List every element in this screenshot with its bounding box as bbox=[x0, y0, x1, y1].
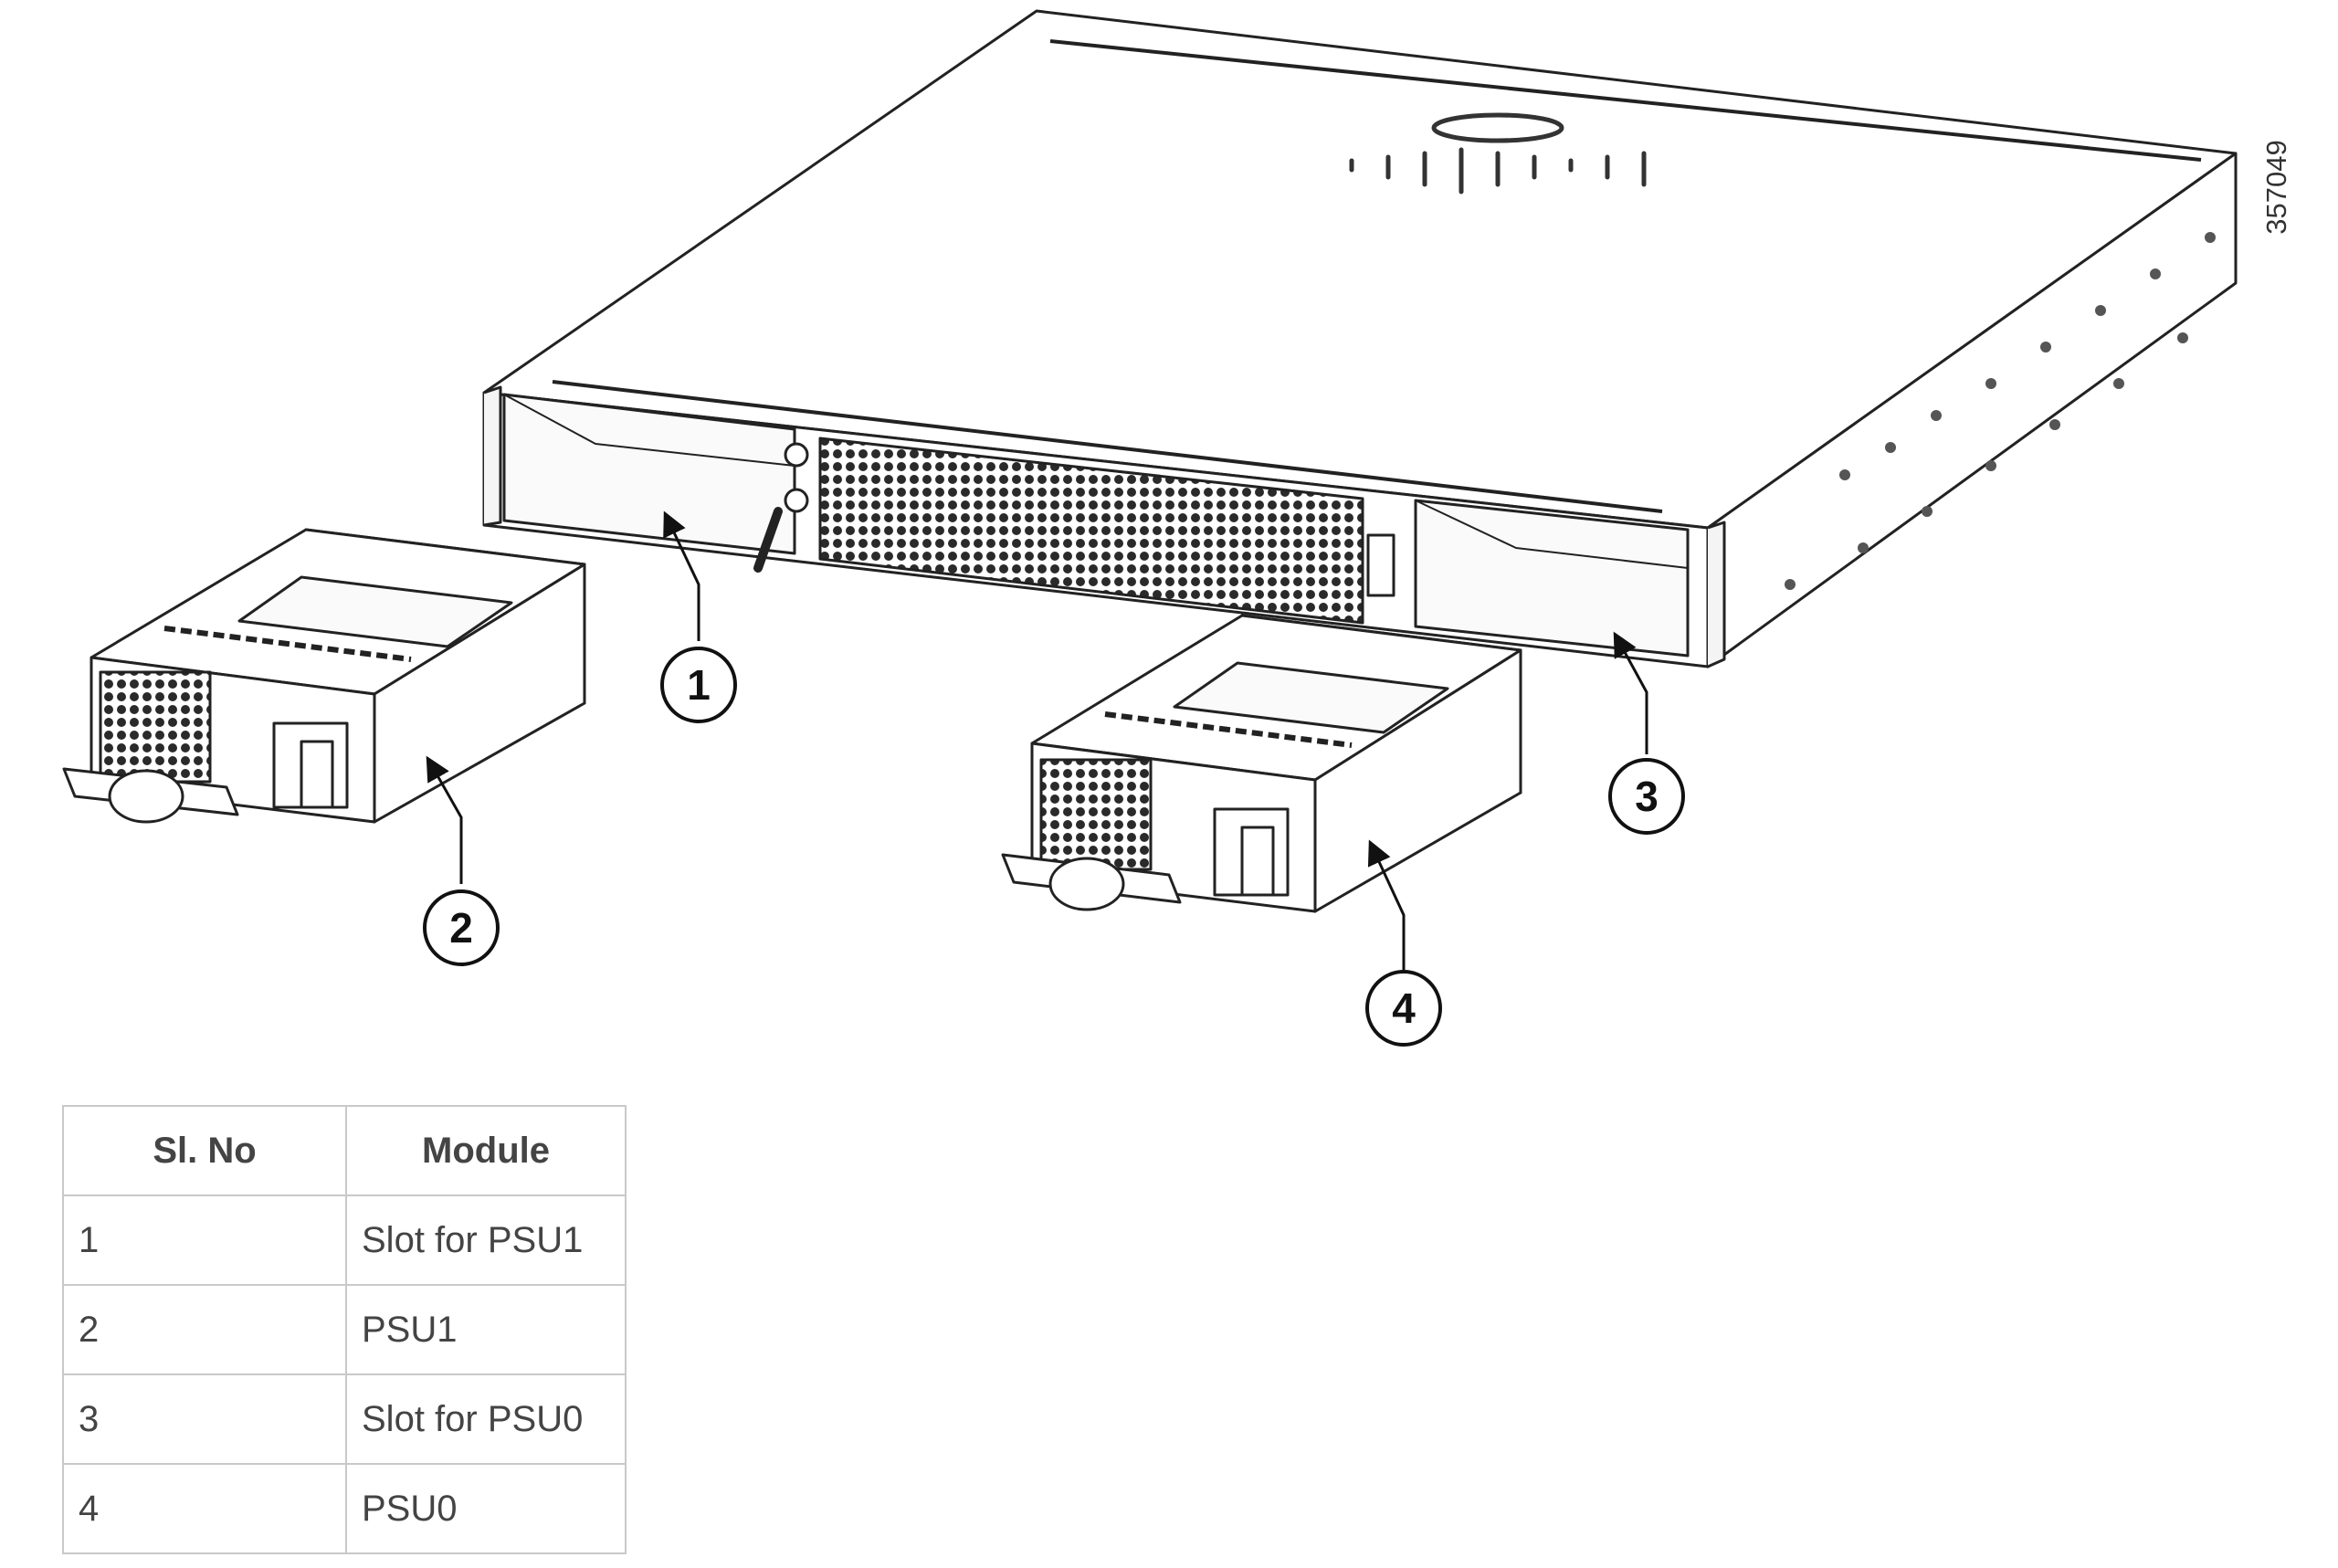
callout-4-label: 4 bbox=[1392, 984, 1416, 1032]
table-row: 4 PSU0 bbox=[62, 1463, 627, 1554]
module-legend-table: Sl. No Module 1 Slot for PSU1 2 PSU1 3 S… bbox=[62, 1105, 627, 1554]
psu0-slot bbox=[1414, 499, 1690, 658]
callout-4: 4 bbox=[1365, 970, 1442, 1047]
callout-1: 1 bbox=[660, 647, 737, 723]
cell-module: PSU1 bbox=[345, 1284, 627, 1375]
callout-2-label: 2 bbox=[449, 904, 473, 952]
leader-2 bbox=[426, 755, 463, 884]
cell-sl-no: 1 bbox=[62, 1194, 347, 1286]
psu1-module bbox=[62, 528, 586, 824]
table-header-row: Sl. No Module bbox=[62, 1105, 627, 1196]
cell-module: Slot for PSU1 bbox=[345, 1194, 627, 1286]
leader-1 bbox=[663, 510, 700, 641]
leader-3 bbox=[1613, 631, 1648, 754]
switch-psu-diagram: 1 2 3 4 bbox=[62, 9, 2238, 1047]
callout-leaders bbox=[426, 510, 1648, 977]
cell-sl-no: 3 bbox=[62, 1373, 347, 1465]
callout-3-label: 3 bbox=[1635, 773, 1659, 820]
psu0-module bbox=[1001, 614, 1522, 913]
cell-sl-no: 2 bbox=[62, 1284, 347, 1375]
figure-id: 357049 bbox=[2260, 140, 2292, 235]
table-row: 1 Slot for PSU1 bbox=[62, 1194, 627, 1286]
fan-grille bbox=[818, 437, 1364, 625]
callout-3: 3 bbox=[1608, 758, 1685, 835]
callout-2: 2 bbox=[423, 889, 500, 966]
callout-1-label: 1 bbox=[687, 661, 711, 709]
table-row: 3 Slot for PSU0 bbox=[62, 1373, 627, 1465]
cell-module: Slot for PSU0 bbox=[345, 1373, 627, 1465]
cell-module: PSU0 bbox=[345, 1463, 627, 1554]
header-sl-no: Sl. No bbox=[62, 1105, 347, 1196]
cisco-logo bbox=[1349, 112, 1647, 195]
switch-chassis bbox=[482, 9, 2238, 668]
cell-sl-no: 4 bbox=[62, 1463, 347, 1554]
table-row: 2 PSU1 bbox=[62, 1284, 627, 1375]
header-module: Module bbox=[345, 1105, 627, 1196]
leader-4 bbox=[1367, 839, 1406, 977]
